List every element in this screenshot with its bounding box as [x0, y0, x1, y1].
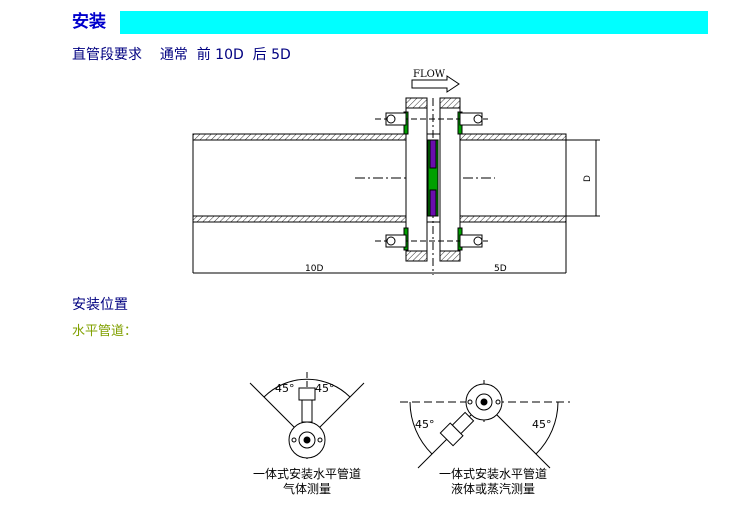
flow-label: FLOW: [413, 69, 446, 80]
downstream-flange: [439, 97, 461, 262]
pipe-section-diagram: [192, 75, 600, 275]
flow-arrow-icon: [411, 75, 460, 93]
liquid-figure-caption: 一体式安装水平管道 液体或蒸汽测量: [418, 467, 568, 497]
meter-stem: [301, 399, 313, 423]
angle-arc-left: [409, 401, 433, 455]
upstream-pipe-wall-bottom: [192, 215, 407, 223]
requirement-rear: 后 5D: [252, 47, 291, 63]
liquid-installation-figure: [400, 380, 570, 469]
liquid-caption-line2: 液体或蒸汽测量: [450, 482, 535, 496]
liquid-angle-right: 45°: [532, 418, 552, 431]
horizontal-pipe-label: 水平管道：: [72, 324, 138, 339]
gas-angle-left: 45°: [275, 382, 295, 395]
upstream-pipe-wall-top: [192, 133, 407, 141]
requirement-label: 直管段要求: [72, 47, 142, 63]
vortex-element-bottom: [429, 189, 437, 217]
gas-caption-line1: 一体式安装水平管道: [252, 467, 361, 481]
downstream-pipe-wall-top: [459, 133, 567, 141]
gas-figure-caption: 一体式安装水平管道 气体测量: [232, 467, 382, 497]
diameter-label: D: [583, 175, 593, 182]
gas-installation-figure: [249, 372, 365, 462]
requirement-front: 前 10D: [196, 47, 244, 63]
upstream-flange: [405, 97, 428, 262]
liquid-caption-line1: 一体式安装水平管道: [438, 467, 547, 481]
angle-arc-right: [535, 401, 559, 455]
vortex-element-top: [429, 139, 437, 169]
requirement-usual: 通常: [159, 47, 188, 63]
liquid-angle-left: 45°: [415, 418, 435, 431]
title-bar: [120, 11, 708, 34]
upstream-length-label: 10D: [305, 264, 323, 274]
downstream-pipe-wall-bottom: [459, 215, 567, 223]
meter-head: [298, 387, 316, 401]
bottom-bolt-nut-left: [385, 234, 407, 248]
section-title: 安装: [72, 12, 106, 32]
gas-angle-right: 45°: [315, 382, 335, 395]
install-position-title: 安装位置: [72, 297, 128, 313]
top-bolt-nut-left: [385, 112, 407, 126]
angle-arc: [263, 378, 351, 398]
gas-caption-line2: 气体测量: [282, 482, 331, 496]
meter-head-inclined: [439, 411, 475, 447]
downstream-length-label: 5D: [494, 264, 507, 274]
straight-pipe-requirement: 直管段要求 通常 前 10D 后 5D: [72, 44, 291, 64]
